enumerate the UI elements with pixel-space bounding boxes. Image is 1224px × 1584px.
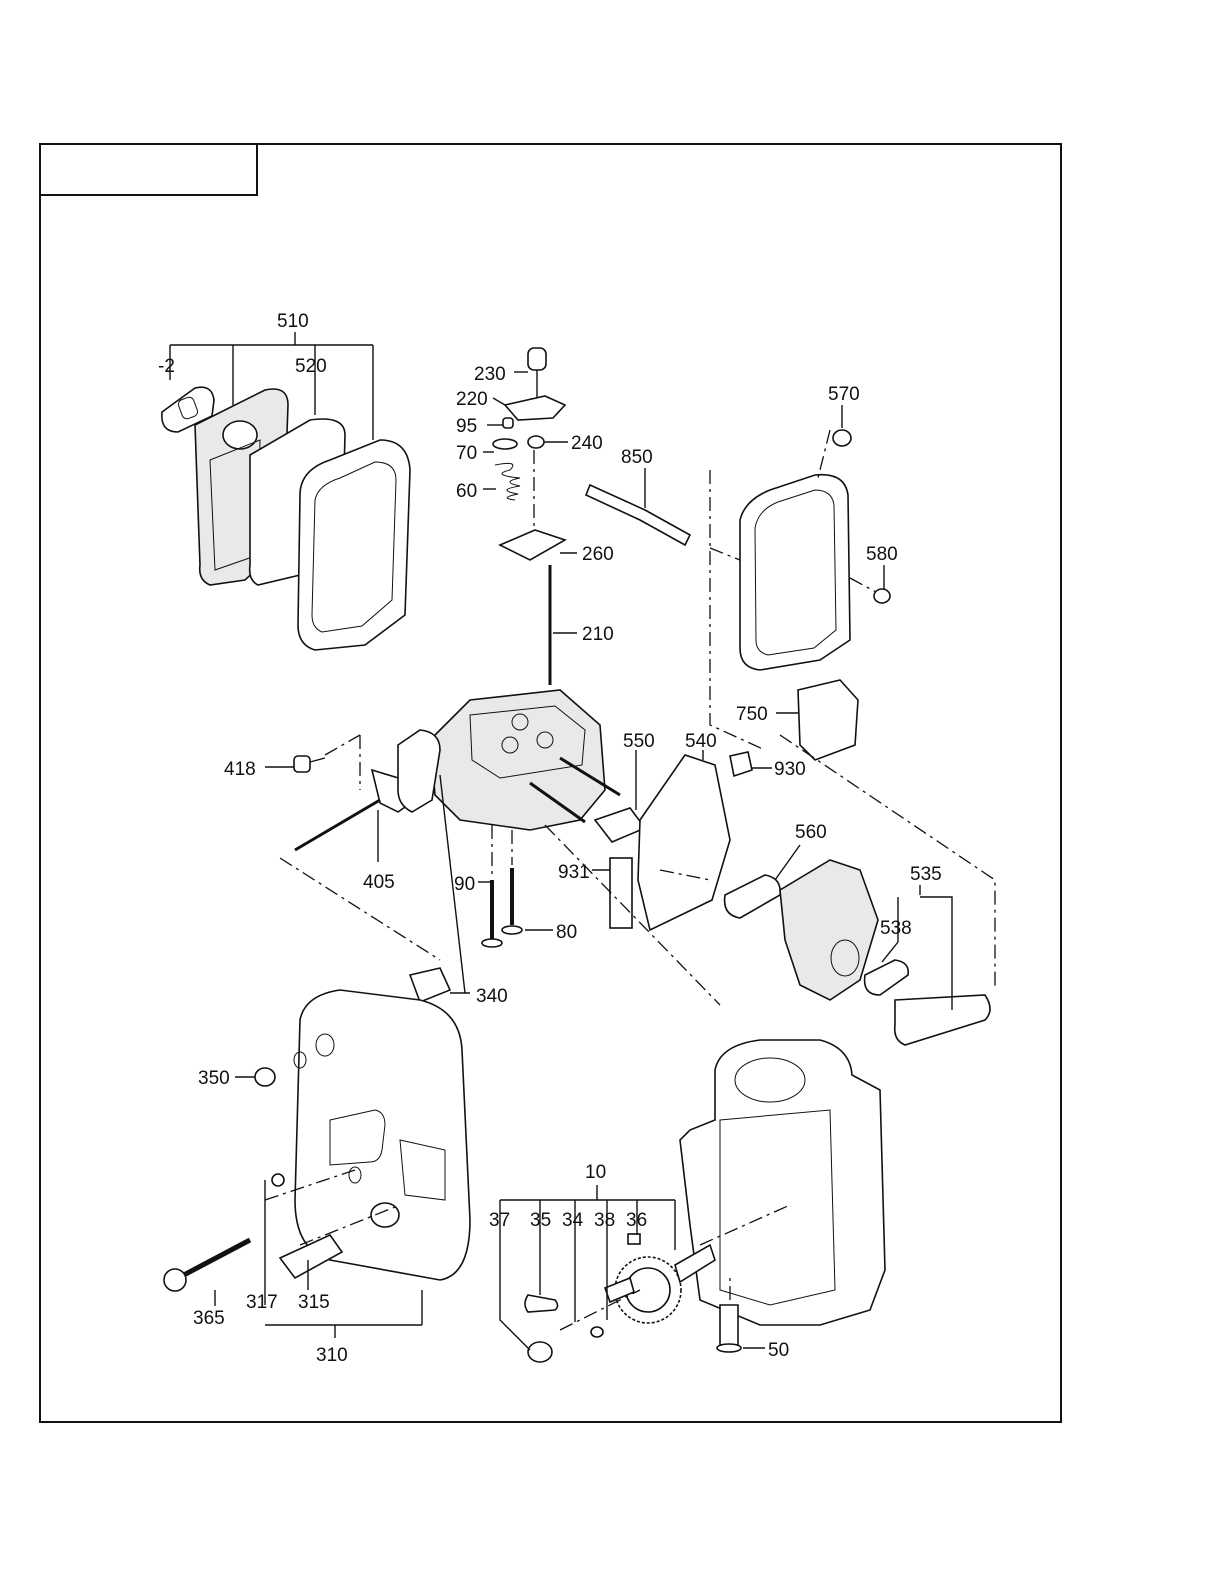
spacer-535 <box>893 994 991 1046</box>
callout-210: 210 <box>582 624 614 645</box>
callout-931: 931 <box>558 862 590 883</box>
snap-ring <box>527 1341 553 1363</box>
cover-group: 850 570 580 750 <box>584 384 898 761</box>
callout-220: 220 <box>456 389 488 410</box>
exhaust-gasket <box>397 729 441 813</box>
insulator-plate <box>637 754 731 932</box>
lock-nut <box>527 435 545 449</box>
callout-10: 10 <box>585 1162 606 1183</box>
breather-cover <box>797 679 859 761</box>
rocker-arm <box>503 395 567 421</box>
callout-95: 95 <box>456 416 477 437</box>
callout-405: 405 <box>363 872 395 893</box>
air-cleaner-group: 510 520 -2 <box>158 311 411 651</box>
callout-260: 260 <box>582 544 614 565</box>
cover-bolt <box>873 588 891 604</box>
exhaust-valve <box>501 925 523 935</box>
callout-930: 930 <box>774 759 806 780</box>
crankcase <box>679 1039 886 1326</box>
cylinder-head <box>429 689 606 831</box>
head-cover <box>739 473 851 671</box>
callout-550: 550 <box>623 731 655 752</box>
cover-nut <box>832 429 852 447</box>
callout-510: 510 <box>277 311 309 332</box>
carburetor <box>779 859 879 1001</box>
callout-315: 315 <box>298 1292 330 1313</box>
rocker-group: 230 220 95 240 70 60 260 210 <box>456 347 614 685</box>
muffler-body <box>294 989 471 1281</box>
cylinder-head-group: 418 405 90 80 340 <box>224 689 621 1007</box>
head-bolt <box>293 755 311 773</box>
intake-gasket <box>593 807 647 843</box>
callout-520: 520 <box>295 356 327 377</box>
title-box <box>39 143 258 196</box>
muffler-gasket <box>408 967 452 1004</box>
breather-cap <box>222 420 258 450</box>
callout-38: 38 <box>594 1210 615 1231</box>
intake-valve <box>481 938 503 948</box>
callout-540: 540 <box>685 731 717 752</box>
tappet <box>719 1304 739 1346</box>
cam-spring <box>524 1294 559 1313</box>
cam-bolt <box>590 1326 604 1338</box>
callout-850: 850 <box>621 447 653 468</box>
air-cleaner-cover <box>297 439 411 651</box>
callout-560: 560 <box>795 822 827 843</box>
callout-36: 36 <box>626 1210 647 1231</box>
air-cleaner-gasket <box>161 386 215 433</box>
cam-pin <box>627 1233 641 1245</box>
callout-35: 35 <box>530 1210 551 1231</box>
push-rod-guide-plate <box>498 529 567 561</box>
callout-310: 310 <box>316 1345 348 1366</box>
vent-block <box>729 751 753 778</box>
governor-weight <box>603 1276 635 1304</box>
muffler-sleeve <box>278 1233 344 1280</box>
callout-535: 535 <box>910 864 942 885</box>
callout-750: 750 <box>736 704 768 725</box>
callout-90: 90 <box>454 874 475 895</box>
callout-50: 50 <box>768 1340 789 1361</box>
callout-350: 350 <box>198 1068 230 1089</box>
callout-418: 418 <box>224 759 256 780</box>
callout-70: 70 <box>456 443 477 464</box>
muffler-bolt <box>163 1268 187 1292</box>
valve-spring <box>494 462 521 501</box>
callout-80: 80 <box>556 922 577 943</box>
callout-570: 570 <box>828 384 860 405</box>
heat-shield <box>609 857 633 929</box>
carburetor-gasket <box>723 874 782 919</box>
guard-screw <box>271 1173 285 1187</box>
callout-230: 230 <box>474 364 506 385</box>
callout-340: 340 <box>476 986 508 1007</box>
carburetor-group: 550 540 930 560 535 538 931 <box>544 731 996 1046</box>
camshaft <box>674 1243 716 1284</box>
breather-tube <box>584 483 692 547</box>
muffler-nut <box>254 1067 276 1087</box>
muffler-outlet <box>370 1202 400 1228</box>
spring-retainer <box>492 438 518 450</box>
callout-34: 34 <box>562 1210 584 1231</box>
callout-60: 60 <box>456 481 477 502</box>
callout-240: 240 <box>571 433 603 454</box>
callout-2: -2 <box>158 356 175 377</box>
callout-317: 317 <box>246 1292 278 1313</box>
crankcase-group: 10 37 35 34 38 36 50 <box>489 1039 886 1363</box>
callout-365: 365 <box>193 1308 225 1329</box>
air-cleaner-gasket-538 <box>863 959 910 996</box>
pivot-bolt <box>527 347 547 371</box>
diagram-frame <box>39 143 1062 1423</box>
callout-580: 580 <box>866 544 898 565</box>
tappet-adjuster <box>502 417 514 429</box>
muffler-group: 350 365 317 315 310 <box>163 989 471 1366</box>
callout-37: 37 <box>489 1210 510 1231</box>
callout-538: 538 <box>880 918 912 939</box>
